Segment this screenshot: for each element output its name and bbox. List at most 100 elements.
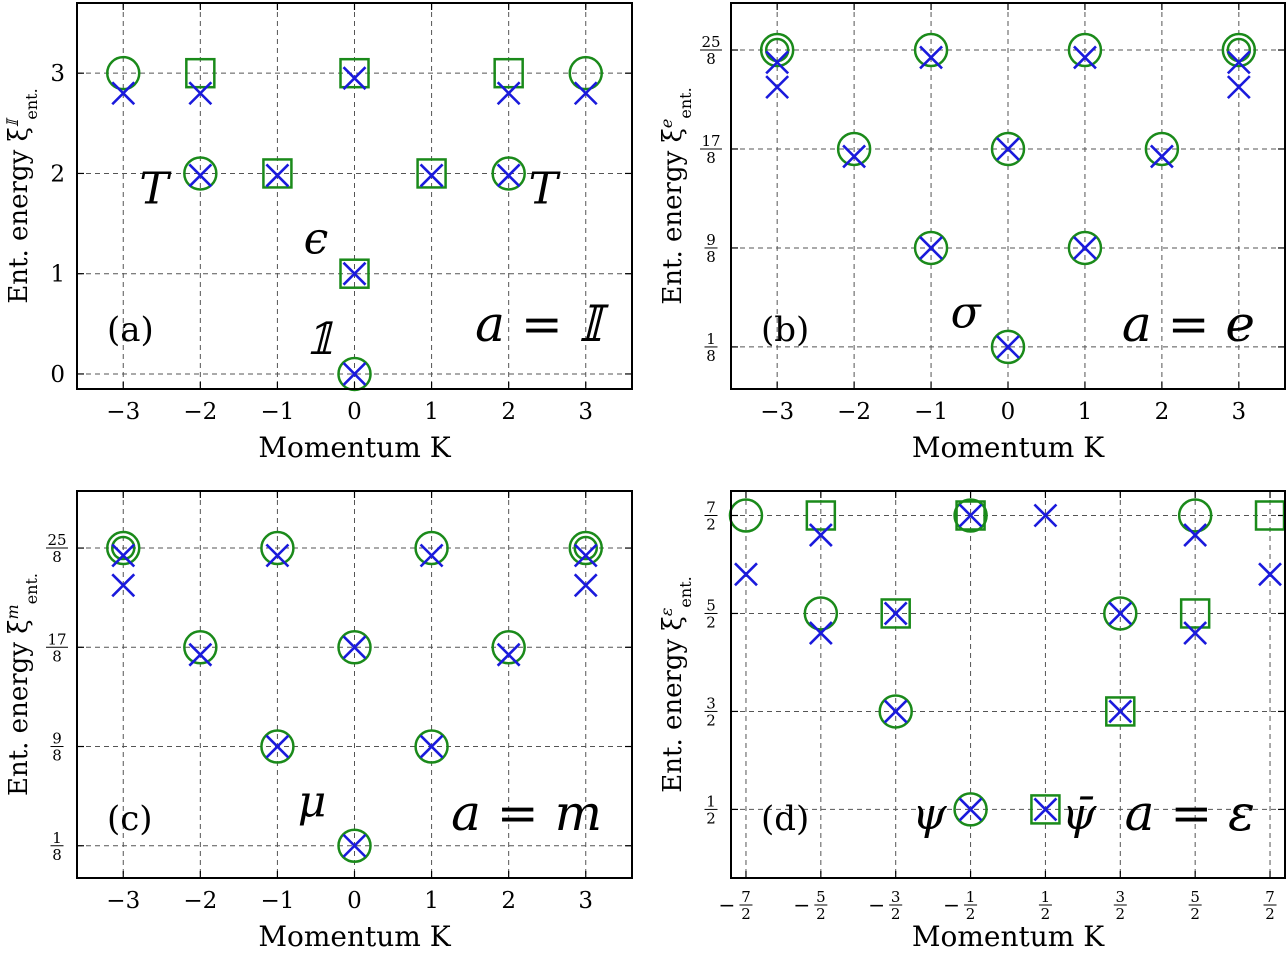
annotation-0: T <box>139 164 172 215</box>
y-tick-label-3: 3 <box>50 61 65 87</box>
cross-marker-2-12 <box>958 797 983 822</box>
y-tick-label-0: 0 <box>50 362 65 388</box>
cross-marker-2-5 <box>573 573 598 598</box>
y-tick-label-2: 2 <box>50 161 65 187</box>
annotation-3: 𝟙 <box>305 314 336 365</box>
circle-marker-0-3 <box>1221 32 1257 68</box>
circle-marker-0-2 <box>1067 32 1103 68</box>
x-tick-label-7: 72 <box>1263 888 1277 923</box>
cross-marker-2-2 <box>265 543 290 568</box>
y-tick-label-2: 52 <box>704 596 718 631</box>
x-tick-label-4: 1 <box>1078 399 1093 425</box>
cross-marker-2-4 <box>1226 50 1251 75</box>
y-tick-label-3-num: 25 <box>47 531 66 549</box>
x-axis-label: Momentum K <box>258 920 451 953</box>
cross-marker-2-1 <box>111 573 136 598</box>
x-tick-label-2-num: 3 <box>891 888 901 906</box>
cross-marker-2-9 <box>919 236 943 260</box>
circle-marker-0-7 <box>913 230 949 266</box>
y-tick-label-1-den: 8 <box>706 248 716 266</box>
x-tick-label-5: 2 <box>501 888 516 914</box>
annotation-2: ϵ <box>304 214 329 265</box>
annotation-0: σ <box>951 288 983 339</box>
x-tick-label-5-num: 3 <box>1116 888 1126 906</box>
square-marker-1-5 <box>1105 696 1136 727</box>
x-tick-label-4: 12 <box>1038 888 1052 923</box>
cross-marker-2-9 <box>342 261 367 286</box>
cross-marker-2-10 <box>419 734 444 759</box>
cross-marker-2-6 <box>265 163 290 188</box>
x-tick-label-1-den: 2 <box>816 905 826 923</box>
x-tick-label-0-num: 7 <box>741 888 751 906</box>
x-tick-label-1: −2 <box>183 888 217 914</box>
y-axis-label: Ent. energy ξ𝕀ent. <box>3 88 41 303</box>
x-tick-label-7-num: 7 <box>1265 888 1275 906</box>
cross-marker-2-9 <box>1183 621 1208 645</box>
annotation-0: μ <box>298 776 327 827</box>
circle-marker-0-1 <box>913 32 949 68</box>
cross-marker-2-2 <box>919 45 943 70</box>
circle-marker-0-6 <box>1144 131 1180 167</box>
cross-marker-2-0 <box>111 543 136 568</box>
y-tick-label-1-den: 8 <box>52 747 62 765</box>
square-marker-1-5 <box>339 258 370 289</box>
cross-marker-2-4 <box>573 81 598 106</box>
y-tick-label-0-num: 1 <box>706 330 716 348</box>
annotation-1: ψ̄ <box>1062 789 1097 840</box>
y-tick-label-2-num: 5 <box>706 596 716 614</box>
cross-marker-2-7 <box>342 635 367 660</box>
sector-label: a = e <box>1122 295 1255 353</box>
cross-marker-2-11 <box>1108 699 1133 724</box>
y-tick-label-2-den: 8 <box>52 647 62 665</box>
square-marker-1-6 <box>1030 794 1061 825</box>
x-tick-label-3: −12 <box>943 888 978 923</box>
circle-marker-0-2 <box>1177 498 1213 533</box>
cross-marker-2-13 <box>1033 797 1058 822</box>
x-tick-label-1: −2 <box>183 399 217 425</box>
y-tick-label-0-num: 1 <box>52 829 62 847</box>
x-tick-label-6-den: 2 <box>1190 905 1200 923</box>
x-tick-label-6: 52 <box>1188 888 1202 923</box>
circle-marker-0-2 <box>183 156 218 191</box>
square-marker-1-4 <box>416 158 447 189</box>
cross-marker-2-11 <box>342 833 367 858</box>
panel-label: (b) <box>761 310 809 350</box>
x-tick-label-3-den: 2 <box>966 905 976 923</box>
y-tick-label-3-num: 25 <box>701 33 720 51</box>
cross-marker-2-6 <box>842 144 867 169</box>
cross-marker-2-10 <box>1073 236 1097 260</box>
y-tick-label-2-den: 2 <box>706 613 716 631</box>
x-tick-label-0: −3 <box>760 399 794 425</box>
x-tick-label-3-num: 1 <box>966 888 976 906</box>
x-tick-label-2: −1 <box>260 888 294 914</box>
y-tick-label-1-num: 9 <box>706 231 716 249</box>
circle-marker-0-7 <box>260 729 295 764</box>
cross-marker-2-3 <box>496 81 521 106</box>
x-tick-label-3: 0 <box>1001 399 1016 425</box>
cross-marker-2-3 <box>1073 45 1097 70</box>
x-tick-label-4-den: 2 <box>1041 905 1051 923</box>
circle-marker-0-6 <box>491 630 526 665</box>
y-tick-label-0-den: 8 <box>52 846 62 864</box>
y-axis-label: Ent. energy ξεent. <box>657 576 695 792</box>
cross-marker-2-2 <box>958 503 983 528</box>
y-tick-label-0-den: 2 <box>706 809 716 827</box>
x-axis-label: Momentum K <box>912 920 1105 953</box>
x-tick-label-5: 32 <box>1113 888 1127 923</box>
y-tick-label-1: 98 <box>704 231 718 266</box>
x-tick-label-6: 3 <box>1232 399 1247 425</box>
y-tick-label-1: 1 <box>50 262 65 288</box>
y-tick-label-0-den: 8 <box>706 347 716 365</box>
y-tick-label-1: 98 <box>50 730 64 765</box>
x-tick-label-2: −1 <box>260 399 294 425</box>
x-tick-label-5: 2 <box>1155 399 1170 425</box>
cross-marker-2-7 <box>996 137 1020 161</box>
cross-marker-2-1 <box>188 81 213 106</box>
circle-marker-0-5 <box>337 630 372 665</box>
square-marker-1-2 <box>493 57 524 89</box>
x-tick-label-4: 1 <box>424 888 439 914</box>
circle-marker-0-2 <box>414 530 449 566</box>
